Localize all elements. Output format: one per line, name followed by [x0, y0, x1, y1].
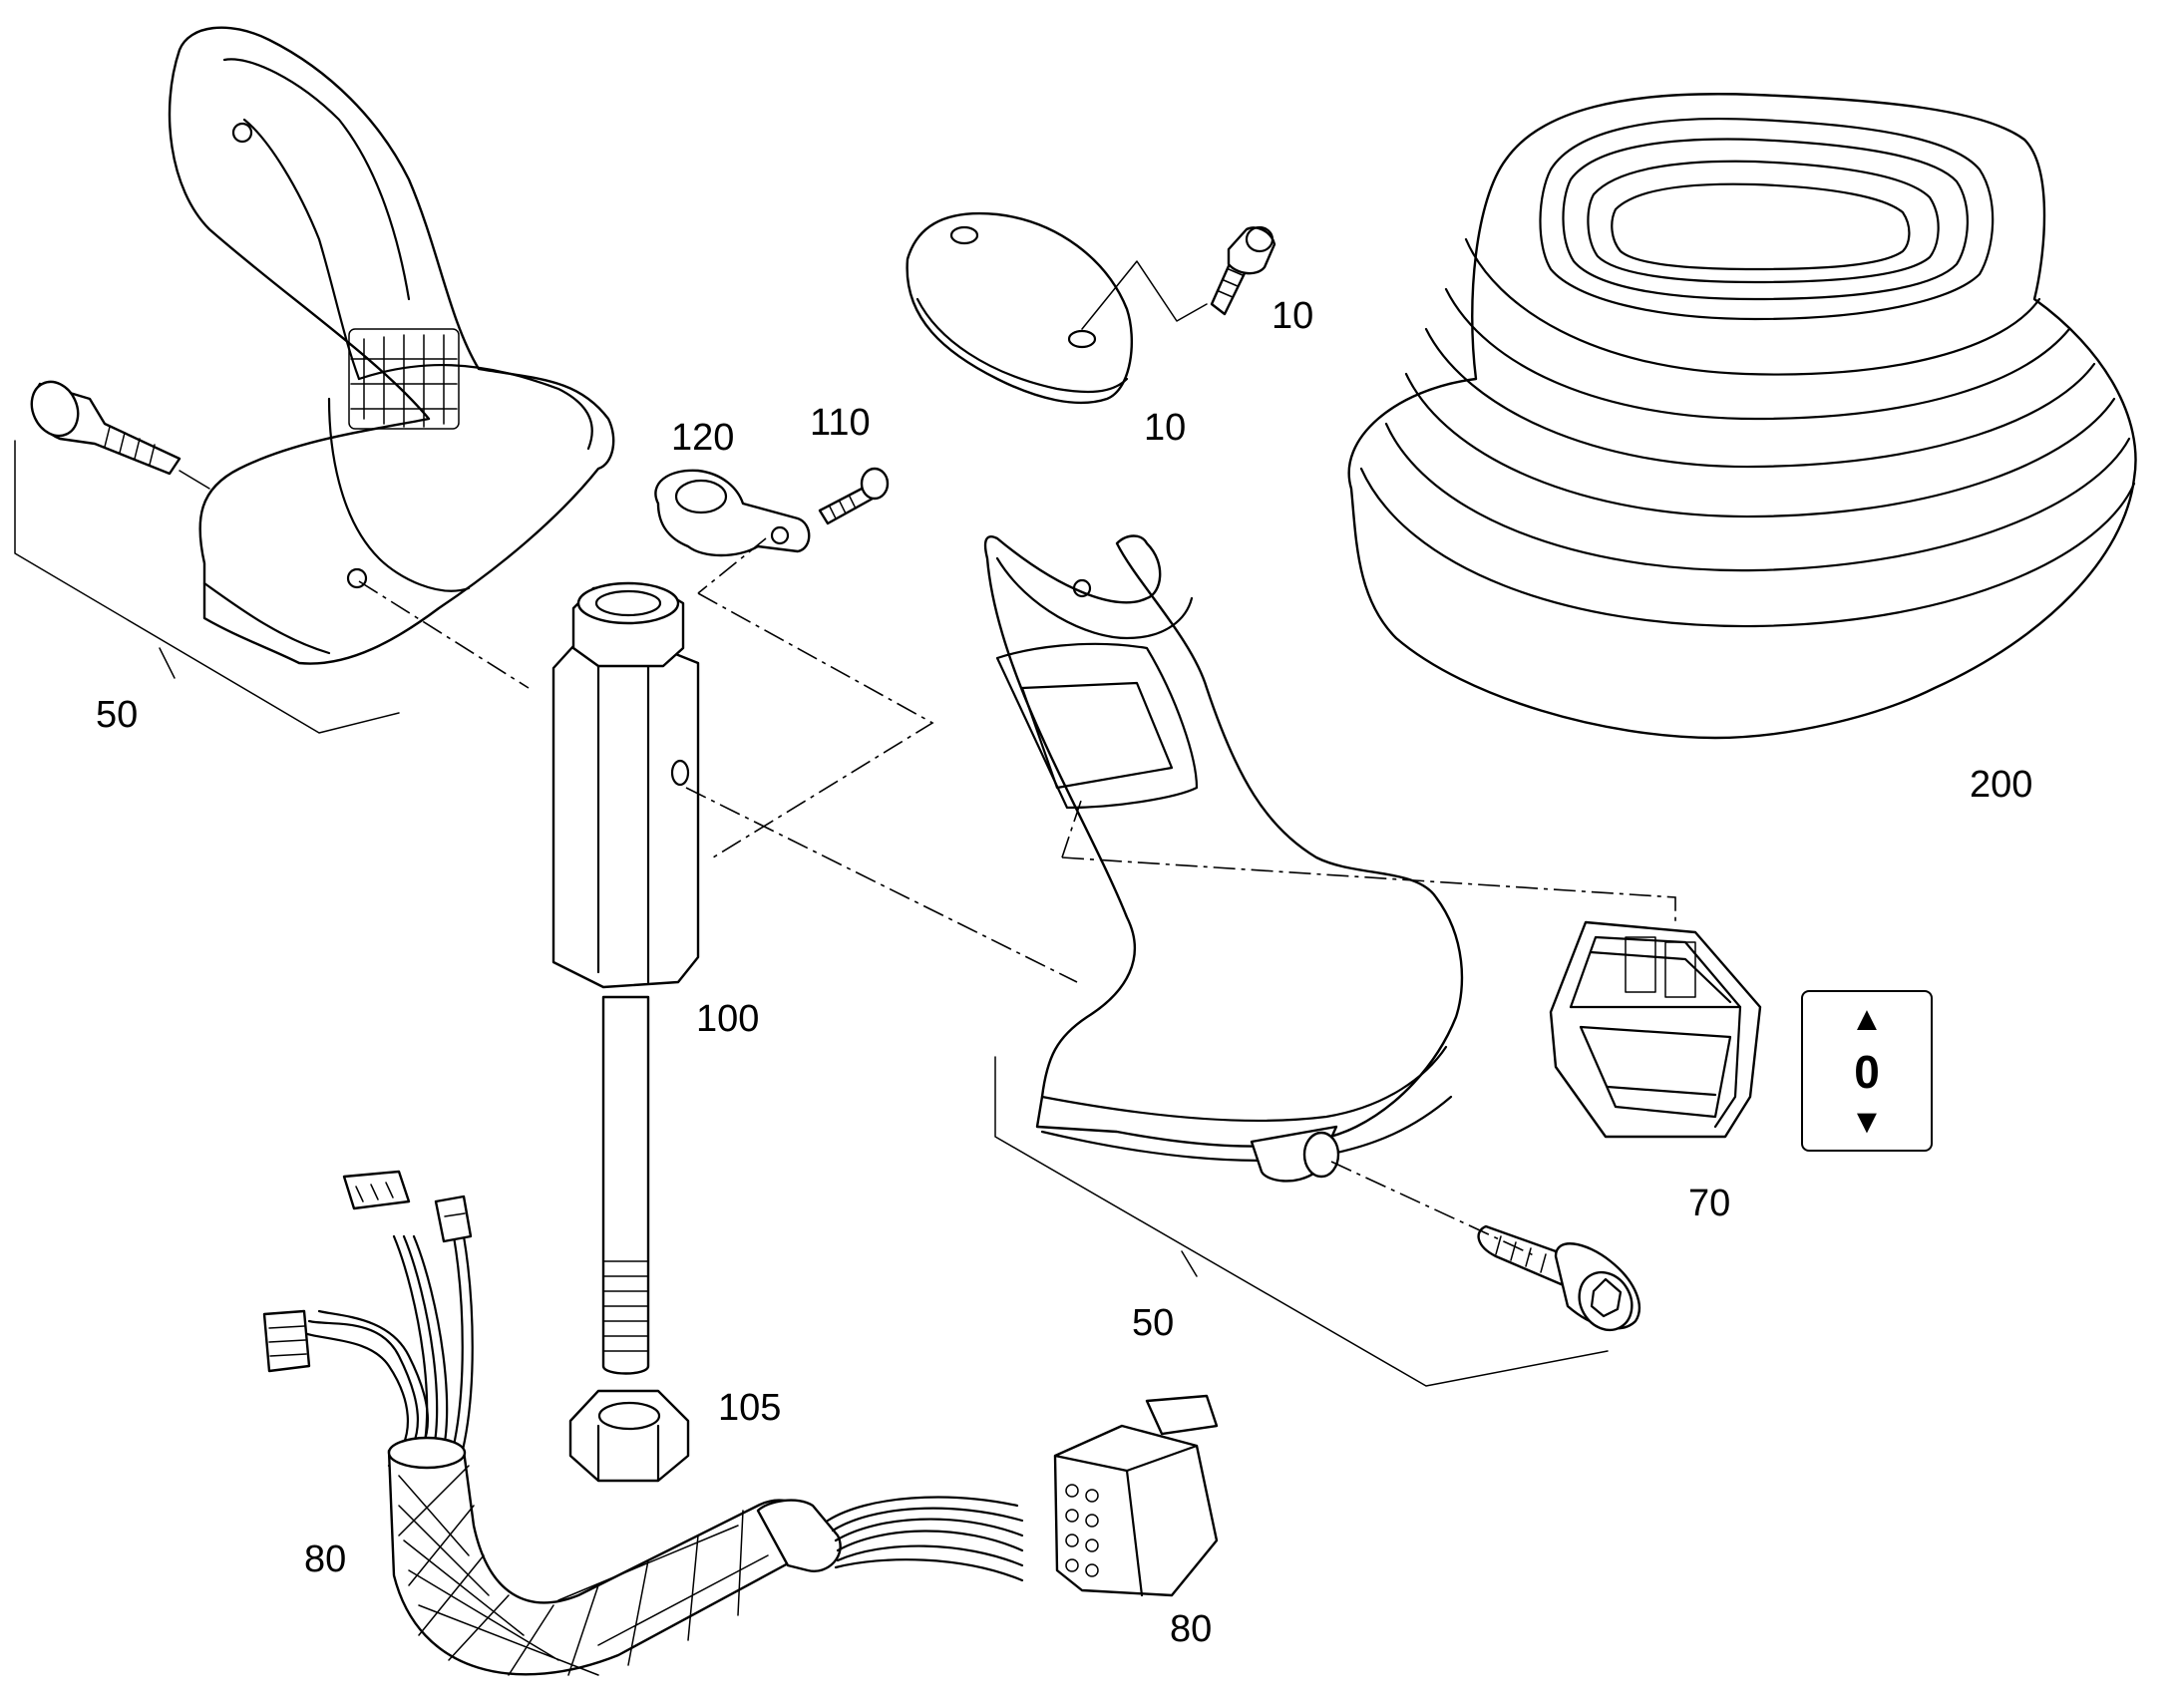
handle-cap-drawing — [906, 211, 1133, 405]
bolt-left-drawing — [30, 380, 182, 476]
arrow-up-icon: ▲ — [1850, 1000, 1884, 1038]
callout-50-top: 50 — [96, 694, 139, 736]
small-screw-drawing — [818, 467, 890, 525]
hex-nut-drawing — [568, 1389, 690, 1483]
callout-80-right: 80 — [1170, 1608, 1213, 1650]
callout-10-cap: 10 — [1144, 407, 1187, 449]
callout-105: 105 — [718, 1387, 782, 1429]
handle-half-left-drawing — [168, 26, 615, 665]
callout-120: 120 — [671, 417, 735, 459]
handle-half-right-drawing — [983, 534, 1464, 1183]
rubber-boot-drawing — [1347, 93, 2137, 740]
arrow-down-icon: ▼ — [1850, 1103, 1884, 1141]
assembly-centerlines — [358, 537, 1676, 1257]
callout-70: 70 — [1688, 1183, 1731, 1224]
callout-80-left: 80 — [304, 1538, 347, 1580]
switch-symbol-box: ▲ 0 ▼ — [1801, 990, 1933, 1152]
bolt-right-drawing — [1477, 1224, 1640, 1332]
cap-screw-drawing — [1210, 225, 1276, 316]
rocker-switch-drawing — [1549, 920, 1762, 1139]
callout-10-screw: 10 — [1272, 295, 1314, 337]
callout-50-bottom: 50 — [1132, 1302, 1175, 1344]
callout-200: 200 — [1970, 764, 2033, 806]
shaft-drawing — [551, 581, 700, 1375]
switch-zero-label: 0 — [1854, 1046, 1880, 1098]
wiring-harness-drawing — [262, 1170, 1219, 1676]
callout-110: 110 — [810, 402, 871, 444]
cable-clip-drawing — [654, 469, 811, 557]
callout-100: 100 — [696, 998, 760, 1040]
